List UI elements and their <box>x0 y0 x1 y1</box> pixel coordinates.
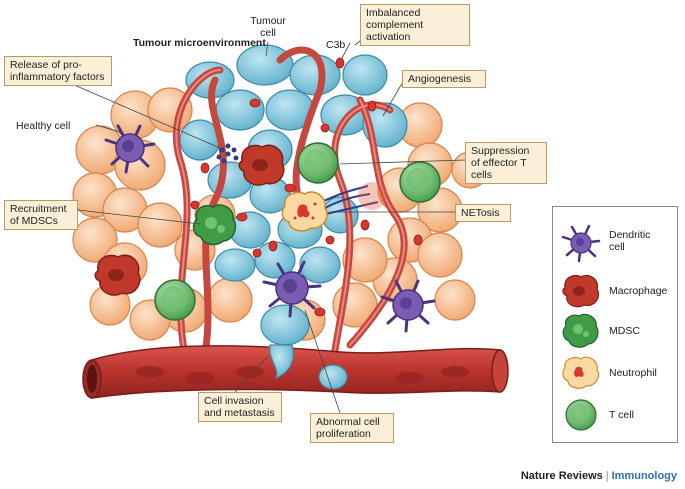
callout-proliferation: Abnormal cell proliferation <box>310 413 394 443</box>
t-cell-icon <box>565 399 597 431</box>
callout-invasion: Cell invasion and metastasis <box>198 392 282 422</box>
t-cell-lower-left <box>154 279 196 321</box>
callout-angiogenesis: Angiogenesis <box>402 70 486 88</box>
legend-item-macrophage: Macrophage <box>553 271 677 311</box>
journal-name: Immunology <box>611 470 677 482</box>
mdsc-cell <box>192 204 237 246</box>
callout-complement: Imbalanced complement activation <box>360 4 470 46</box>
title-text: Tumour microenvironment <box>133 37 266 49</box>
net-strands <box>321 185 379 215</box>
publisher-name: Nature Reviews <box>520 470 603 482</box>
legend-label-neutrophil: Neutrophil <box>609 367 657 379</box>
legend-label-t-cell: T cell <box>609 409 634 421</box>
diagram-title: Tumour microenvironment <box>133 37 266 49</box>
macrophage-icon <box>562 274 600 308</box>
dendritic-cell-center <box>262 260 322 318</box>
blood-vessel <box>82 345 509 399</box>
healthy-cell-label: Healthy cell <box>16 120 71 132</box>
callout-netosis: NETosis <box>455 204 511 222</box>
legend-label-dendritic: Dendritic cell <box>609 229 651 253</box>
macrophage-upper <box>238 144 285 186</box>
legend: Dendritic cell Macrophage MDSC Neutrophi… <box>552 206 678 443</box>
mdsc-icon <box>562 313 599 348</box>
dendritic-cell-icon <box>561 224 601 263</box>
tumour-cell-label: Tumour cell <box>250 15 286 39</box>
netosis-glow <box>358 182 386 210</box>
dendritic-cell-left <box>104 124 156 174</box>
dendritic-cell-right <box>380 279 436 333</box>
legend-item-t-cell: T cell <box>553 395 677 435</box>
leader-lines <box>71 29 466 414</box>
legend-label-macrophage: Macrophage <box>609 285 668 297</box>
legend-label-mdsc: MDSC <box>609 325 640 337</box>
t-cell-right <box>399 161 441 203</box>
legend-item-mdsc: MDSC <box>553 311 677 351</box>
journal-credit: Nature Reviews|Immunology <box>521 470 677 482</box>
healthy-cells <box>72 87 489 341</box>
inflammatory-factors <box>216 143 239 164</box>
macrophage-lower <box>94 254 141 296</box>
t-cell-center <box>297 142 339 184</box>
neutrophil-icon <box>562 356 600 389</box>
c3b-deposits <box>190 57 423 317</box>
legend-item-dendritic: Dendritic cell <box>553 223 677 263</box>
c3b-label: C3b <box>326 39 346 51</box>
callout-suppression: Suppression of effector T cells <box>465 142 547 184</box>
credit-separator: | <box>605 470 609 482</box>
callout-inflammatory: Release of pro-inflammatory factors <box>4 56 112 86</box>
neutrophil-cell <box>281 191 328 232</box>
callout-mdsc-recruitment: Recruitment of MDSCs <box>4 200 78 230</box>
legend-item-neutrophil: Neutrophil <box>553 353 677 393</box>
